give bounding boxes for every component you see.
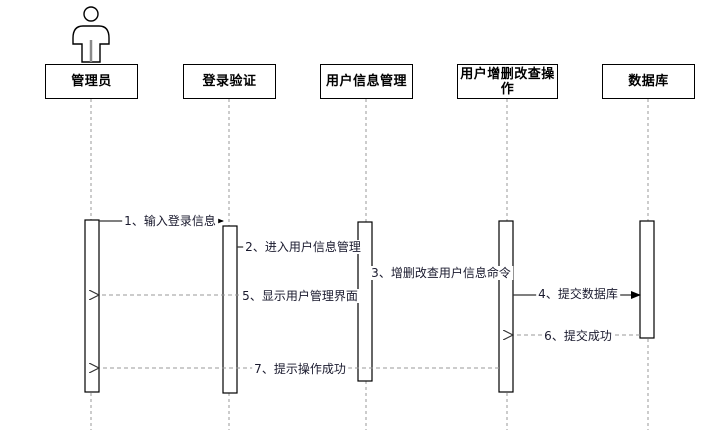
message-label-4: 4、提交数据库: [536, 287, 620, 301]
lifelines-layer: [90, 99, 649, 430]
participant-label-usermgmt: 用户信息管理: [325, 74, 407, 89]
message-label-7: 7、提示操作成功: [252, 362, 348, 376]
message-label-6: 6、提交成功: [542, 329, 614, 343]
participant-label-database: 数据库: [628, 74, 669, 89]
message-label-5: 5、显示用户管理界面: [240, 289, 360, 303]
message-label-1: 1、输入登录信息: [122, 214, 218, 228]
message-label-3: 3、增删改查用户信息命令: [369, 266, 513, 280]
activation-bar-login[interactable]: [222, 225, 238, 394]
participant-box-login[interactable]: 登录验证: [183, 64, 276, 99]
participant-label-login: 登录验证: [202, 74, 257, 89]
person-icon: [72, 6, 110, 63]
activation-bar-database[interactable]: [639, 220, 655, 339]
participant-box-admin[interactable]: 管理员: [45, 64, 138, 99]
participant-label-admin: 管理员: [71, 74, 112, 89]
activation-bar-crud[interactable]: [498, 220, 514, 393]
actor-icon-layer: [72, 6, 110, 63]
participant-box-usermgmt[interactable]: 用户信息管理: [320, 64, 413, 99]
participant-box-database[interactable]: 数据库: [602, 64, 695, 99]
message-label-2: 2、进入用户信息管理: [243, 240, 363, 254]
activation-bar-admin[interactable]: [84, 219, 100, 393]
participant-label-crud: 用户增删改查操作: [460, 66, 555, 97]
participant-box-crud[interactable]: 用户增删改查操作: [457, 64, 558, 99]
activation-bars-layer: [84, 219, 655, 394]
